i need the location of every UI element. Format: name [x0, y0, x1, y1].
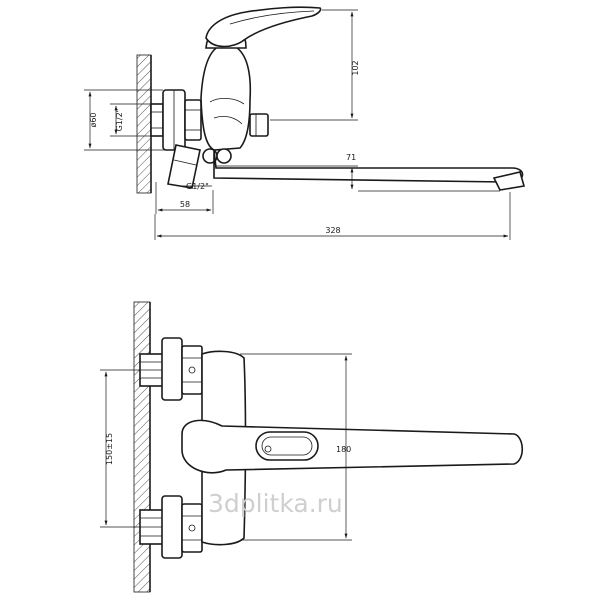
handle-length-label: 180 — [336, 445, 351, 454]
union-nut-top — [181, 345, 203, 395]
flange-diameter-label: ø60 — [89, 112, 98, 127]
flange-bottom — [161, 495, 183, 559]
flange-top — [161, 337, 183, 401]
inlet-thread-label: G1/2" — [115, 109, 124, 132]
front-view: 150±15 180 3dplitka.ru — [100, 301, 524, 593]
aerator — [492, 171, 526, 191]
total-length-label: 328 — [325, 226, 340, 235]
inlet-spacing-label: 150±15 — [105, 433, 114, 465]
wall-offset-label: 58 — [180, 200, 190, 209]
outlet-thread-label: G1/2" — [186, 182, 209, 191]
diverter-knob — [249, 113, 269, 137]
union-nut-bottom — [181, 503, 203, 553]
wall-side — [136, 54, 152, 194]
union-nut — [184, 99, 202, 141]
side-view: ø60 G1/2" G1/2" 58 328 102 71 — [84, 6, 526, 240]
handle-grip-slot — [255, 431, 319, 461]
eccentric-fitting — [150, 103, 164, 137]
spout-height-label: 71 — [346, 153, 356, 162]
watermark: 3dplitka.ru — [208, 489, 343, 518]
handle-lever-front — [181, 419, 524, 474]
shower-outlet — [167, 144, 201, 189]
wall-front — [133, 301, 151, 593]
nut-right — [216, 148, 232, 164]
handle-lever-side — [205, 6, 322, 48]
mixer-body — [200, 43, 252, 151]
height-top-label: 102 — [351, 60, 360, 75]
